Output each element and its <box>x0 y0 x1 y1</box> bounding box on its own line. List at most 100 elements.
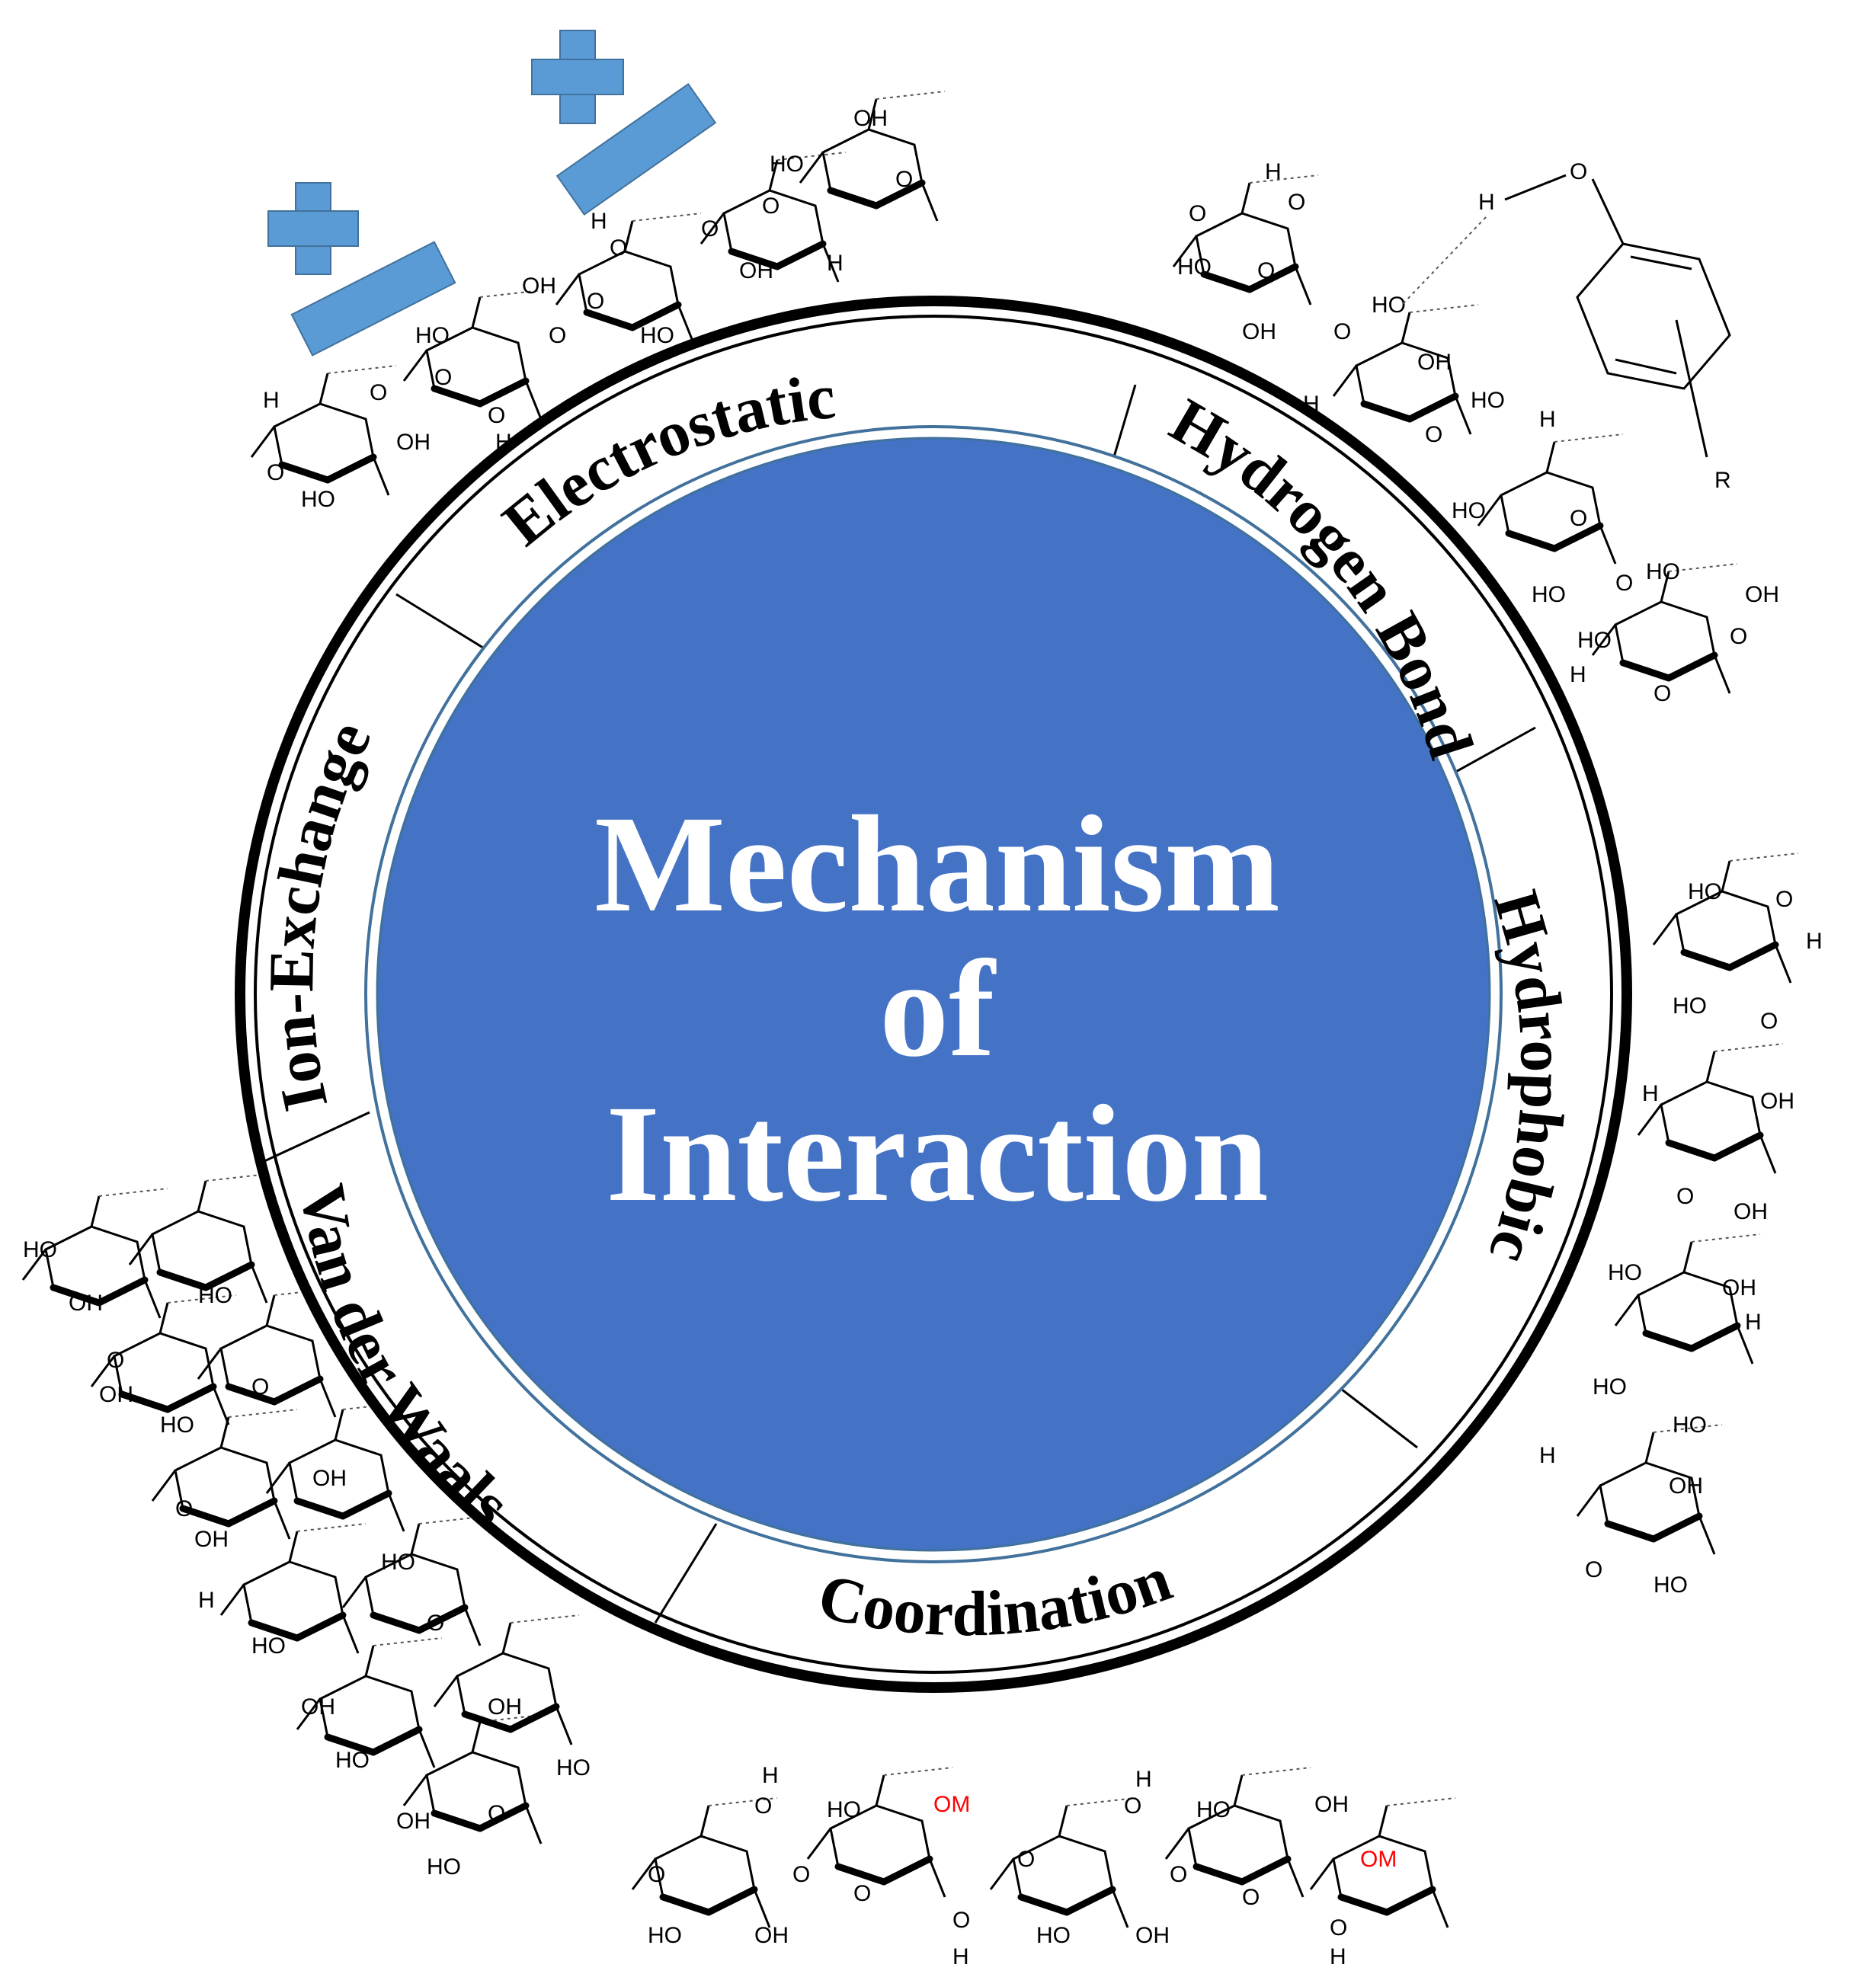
atom-label: HO <box>251 1633 286 1659</box>
atom-label: HO <box>827 1797 861 1822</box>
atom-label: O <box>1170 1862 1187 1887</box>
atom-label: O <box>549 323 566 348</box>
atom-label: O <box>1654 681 1671 706</box>
atom-label: HO <box>1673 993 1707 1019</box>
atom-label: H <box>263 388 280 413</box>
atom-label: HO <box>427 1854 461 1880</box>
phenol-molecule: H O R <box>1401 159 1731 493</box>
atom-label: H <box>1570 662 1586 687</box>
atom-label: OH <box>1314 1792 1349 1817</box>
atom-label: HO <box>381 1550 415 1575</box>
minus-icon <box>290 241 456 357</box>
atom-label: OH <box>1135 1923 1170 1948</box>
atom-label: HO <box>1177 254 1212 280</box>
atom-label: OH <box>1760 1089 1794 1114</box>
atom-label: HO <box>1036 1923 1071 1948</box>
atom-label: H <box>1539 1443 1556 1468</box>
atom-label: OH <box>522 274 556 299</box>
minus-icon <box>555 82 717 216</box>
atom-label: O <box>1570 159 1587 184</box>
charge-pair-2 <box>531 30 717 216</box>
atom-label: HO <box>1532 582 1566 607</box>
atom-label: O <box>1775 887 1793 912</box>
atom-label: OH <box>1734 1199 1768 1224</box>
atom-label: O <box>1570 506 1587 531</box>
atom-label: H <box>827 251 844 276</box>
atom-label: H <box>1135 1767 1152 1792</box>
atom-label: O <box>488 1801 505 1826</box>
atom-label: OH <box>1722 1275 1756 1301</box>
atom-label: O <box>488 403 505 428</box>
atom-label: OH <box>396 430 431 455</box>
atom-label: H <box>1265 159 1282 184</box>
atom-label: H <box>591 209 607 234</box>
atom-label: O <box>251 1374 269 1400</box>
atom-label: H <box>1330 1944 1346 1969</box>
atom-label: H <box>1478 190 1495 215</box>
atom-label: O <box>267 460 284 485</box>
atom-label: O <box>1017 1847 1035 1872</box>
atom-label: OH <box>739 258 773 283</box>
atom-label: HO <box>556 1755 591 1780</box>
atom-label: HO <box>648 1923 682 1948</box>
atom-label: O <box>1242 1885 1260 1910</box>
atom-label: HO <box>1471 388 1505 413</box>
atom-label: O <box>434 365 452 390</box>
atom-label: H <box>1745 1310 1762 1335</box>
plus-icon <box>267 182 359 275</box>
cellulose-chain-top-left: H O O OH HO HO O O H OH O O HO H O O OH … <box>251 91 945 512</box>
metal-complex-label: OM <box>1360 1847 1397 1872</box>
atom-label: O <box>107 1348 124 1373</box>
atom-label: OH <box>1417 350 1452 375</box>
atom-label: O <box>1760 1009 1778 1034</box>
atom-label: OH <box>99 1382 133 1407</box>
atom-label: O <box>1730 624 1747 649</box>
atom-label: R <box>1714 468 1731 493</box>
atom-label: HO <box>335 1748 370 1773</box>
center-title-line-1: Mechanism <box>594 788 1280 941</box>
atom-label: OH <box>488 1694 522 1720</box>
atom-label: O <box>1333 319 1351 344</box>
atom-label: OH <box>301 1694 335 1720</box>
atom-label: O <box>952 1908 970 1933</box>
atom-label: HO <box>1372 293 1406 318</box>
atom-label: H <box>952 1944 969 1969</box>
center-title: Mechanism of Interaction <box>518 792 1356 1227</box>
atom-label: H <box>1539 407 1556 432</box>
cellulose-chain-left: HO OH O OH HO O OH H HO OH HO OH HO O HO… <box>23 1173 591 1880</box>
atom-label: O <box>701 216 719 242</box>
atom-label: O <box>792 1862 810 1887</box>
atom-label: OH <box>1745 582 1779 607</box>
atom-label: O <box>175 1496 193 1521</box>
atom-label: OH <box>853 106 888 131</box>
center-title-line-2: of <box>879 933 995 1086</box>
atom-label: HO <box>1673 1413 1707 1438</box>
atom-label: HO <box>770 152 804 177</box>
atom-label: OH <box>754 1923 789 1948</box>
atom-label: O <box>587 289 604 314</box>
atom-label: O <box>762 194 780 219</box>
atom-label: O <box>853 1881 871 1906</box>
atom-label: OH <box>1669 1473 1703 1499</box>
atom-label: HO <box>1646 559 1680 584</box>
atom-label: HO <box>160 1413 194 1438</box>
atom-label: O <box>1330 1915 1347 1940</box>
atom-label: OH <box>194 1527 229 1552</box>
atom-label: HO <box>301 487 335 512</box>
atom-label: O <box>1615 571 1633 596</box>
atom-label: OH <box>1242 319 1276 344</box>
atom-label: HO <box>640 323 674 348</box>
metal-complex-label: OM <box>933 1792 970 1817</box>
atom-label: O <box>370 380 387 405</box>
atom-label: HO <box>198 1283 232 1308</box>
atom-label: OH <box>312 1466 347 1491</box>
atom-label: OH <box>396 1809 431 1834</box>
plus-icon <box>531 30 624 124</box>
atom-label: O <box>1288 190 1305 215</box>
atom-label: H <box>762 1763 779 1788</box>
atom-label: HO <box>415 323 450 348</box>
atom-label: HO <box>1608 1260 1642 1285</box>
atom-label: O <box>754 1793 772 1819</box>
